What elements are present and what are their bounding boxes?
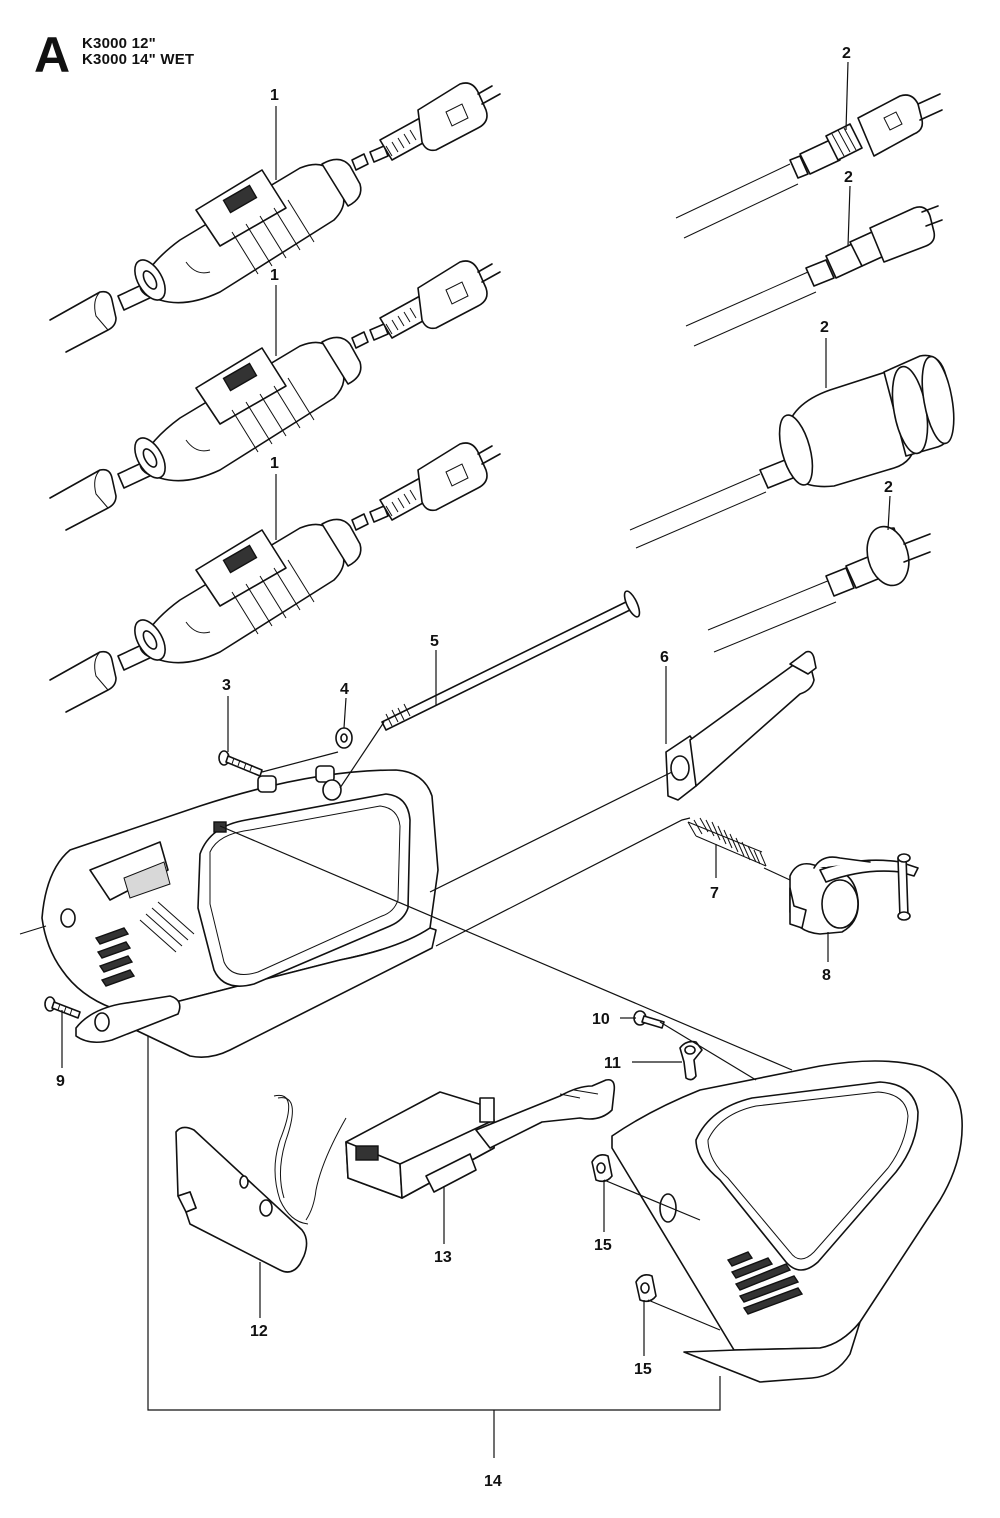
plate-part — [175, 1094, 347, 1273]
callout-2: 2 — [842, 45, 851, 62]
callout-labels: 1 1 1 2 2 2 2 3 4 5 6 7 8 9 10 11 12 13 … — [56, 45, 893, 1490]
model-name-1: K3000 12" — [82, 35, 156, 52]
callout-9: 9 — [56, 1073, 65, 1090]
callout-1: 1 — [270, 267, 279, 284]
power-plug-icon — [629, 93, 955, 653]
callout-2: 2 — [820, 319, 829, 336]
callout-1: 1 — [270, 87, 279, 104]
trigger-switch-icon — [345, 1078, 616, 1199]
diagram-header: A K3000 12" K3000 14" WET — [0, 0, 400, 90]
handle-housing-icon — [19, 765, 439, 1058]
lever-part — [789, 853, 919, 935]
callout-6: 6 — [660, 649, 669, 666]
callout-4: 4 — [340, 681, 349, 698]
spring-part — [687, 817, 767, 867]
cable-sleeve-part — [665, 650, 817, 801]
model-name-2: K3000 14" WET — [82, 51, 195, 68]
callout-15: 15 — [594, 1237, 612, 1254]
clip-part — [679, 1040, 703, 1081]
plug-with-circuit-breaker-icon — [49, 82, 501, 353]
rod-part — [381, 590, 641, 731]
callout-11: 11 — [604, 1055, 621, 1072]
callout-8: 8 — [822, 967, 831, 984]
washer-part — [591, 1154, 657, 1303]
callout-5: 5 — [430, 633, 439, 650]
callout-1: 1 — [270, 455, 279, 472]
screw-part — [44, 996, 81, 1019]
handle-housing-icon — [611, 1060, 963, 1383]
callout-7: 7 — [710, 885, 719, 902]
section-letter: A — [34, 27, 71, 83]
callout-10: 10 — [592, 1011, 610, 1028]
callout-2: 2 — [884, 479, 893, 496]
callout-14: 14 — [484, 1473, 502, 1490]
callout-2: 2 — [844, 169, 853, 186]
callout-3: 3 — [222, 677, 231, 694]
screw-part — [218, 750, 263, 777]
callout-12: 12 — [250, 1323, 268, 1340]
callout-15: 15 — [634, 1361, 652, 1378]
leader-lines — [61, 61, 891, 1458]
callout-13: 13 — [434, 1249, 452, 1266]
screw-part — [633, 1010, 665, 1029]
